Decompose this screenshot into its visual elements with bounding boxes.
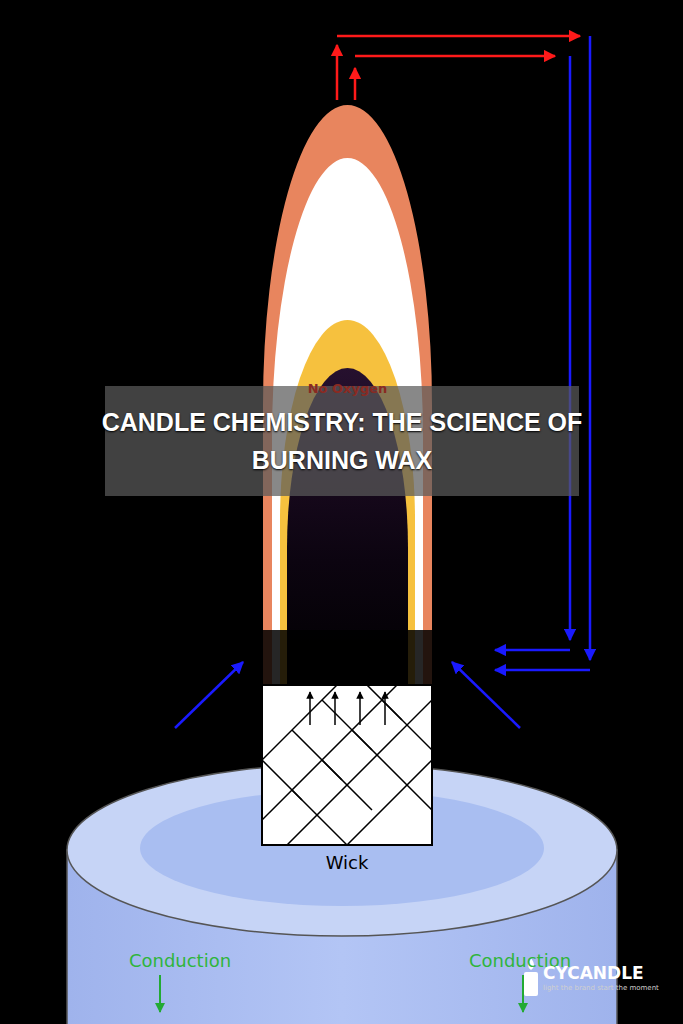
logo-tagline: light the brand start the moment <box>543 984 678 992</box>
wick-box: Wick <box>262 685 432 875</box>
node-label: Wick <box>262 852 432 874</box>
wick-symbol <box>262 670 447 845</box>
cool-air-arrows <box>175 36 590 728</box>
diagram-title: CANDLE CHEMISTRY: THE SCIENCE OF BURNING… <box>101 403 583 479</box>
hot-air-arrows <box>337 36 580 100</box>
title-banner <box>105 386 579 496</box>
logo-wordmark: CYCANDLE <box>543 963 673 983</box>
conduction-arrows <box>160 975 523 1012</box>
flame-zone: No Oxygen <box>287 381 408 441</box>
conduction-label: Conduction <box>100 950 260 972</box>
node-label: No Oxygen <box>287 381 408 397</box>
